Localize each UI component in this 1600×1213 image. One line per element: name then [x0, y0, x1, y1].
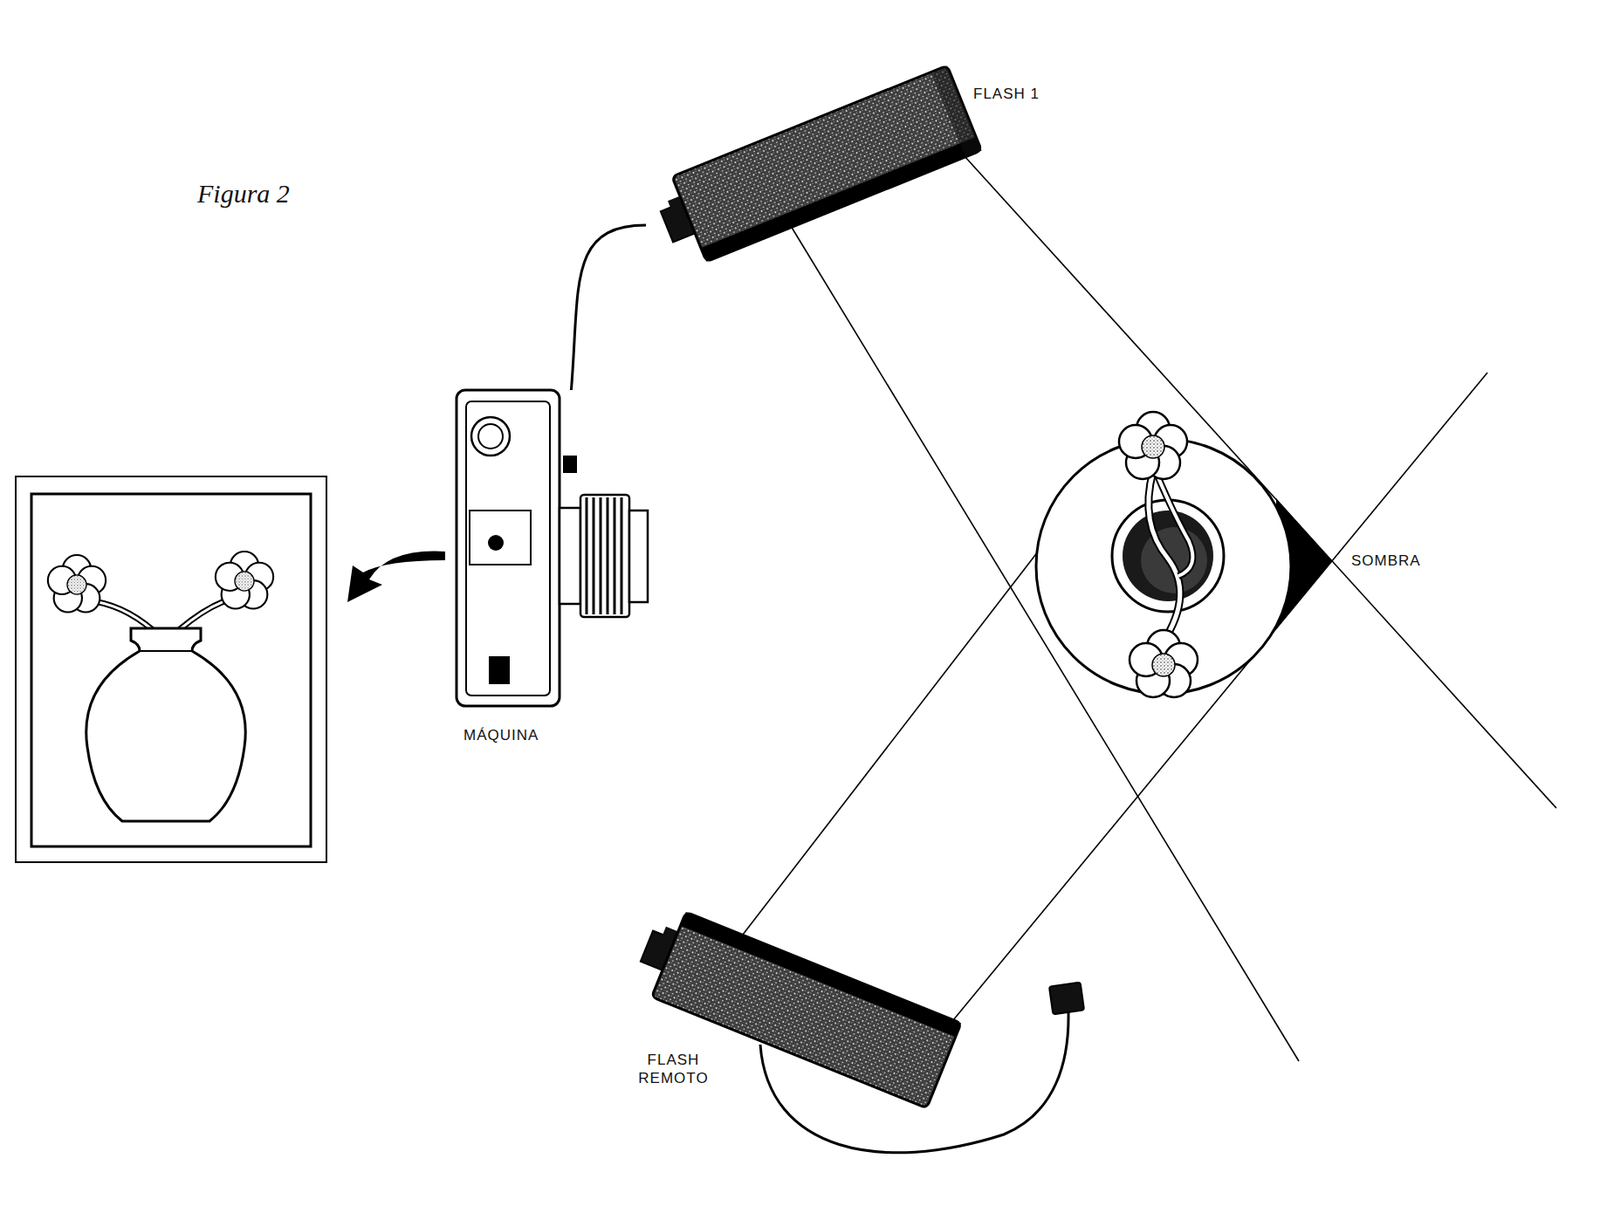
sensor-cable — [760, 1012, 1069, 1154]
flash-unit-drawing — [650, 65, 982, 271]
part-label: MÁQUINA — [463, 726, 539, 745]
remote-flash: FLASH REMOTO — [627, 907, 977, 1109]
part-label: FLASH REMOTO — [627, 1050, 720, 1089]
vase-top-view — [1036, 412, 1291, 698]
result-arrow — [347, 551, 446, 603]
camera-drawing — [456, 390, 648, 707]
figure-title: Figura 2 — [197, 177, 290, 211]
cable-line — [570, 225, 646, 391]
light-beam — [742, 156, 1557, 1062]
slave-sensor — [1049, 982, 1085, 1016]
flash-unit: FLASH 1 — [645, 61, 1074, 267]
callout-label: SOMBRA — [1351, 551, 1422, 570]
flash-cable — [570, 225, 646, 391]
part-label: FLASH 1 — [973, 84, 1040, 104]
camera: MÁQUINA — [456, 390, 648, 750]
photo-print — [15, 476, 327, 863]
